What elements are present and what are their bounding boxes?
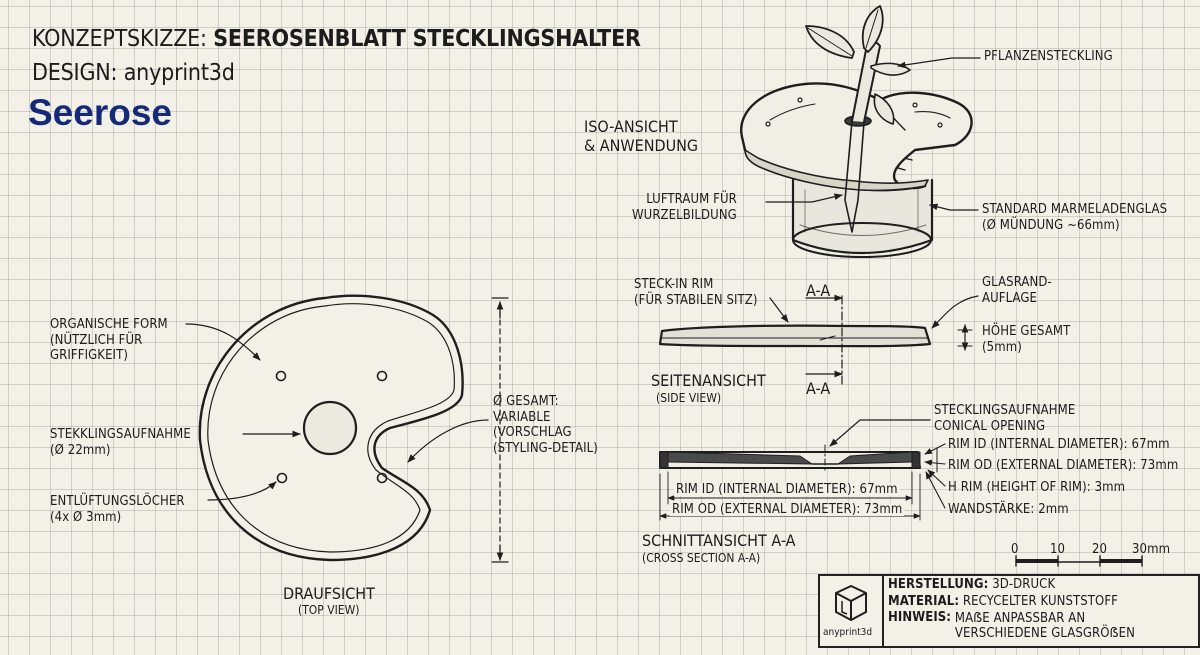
concept-title: KONZEPTSKIZZE: SEEROSENBLATT STECKLINGSH… (32, 28, 641, 51)
manufacturing-value: 3D-DRUCK (992, 577, 1056, 592)
steck-in-rim-label: STECK-IN RIM (FÜR STABILEN SITZ) (634, 277, 758, 308)
side-view-drawing (658, 294, 979, 385)
section-view-drawing (659, 419, 946, 521)
top-view-subtitle: (TOP VIEW) (298, 603, 360, 617)
title-block: anyprint3d HERSTELLUNG: 3D-DRUCK MATERIA… (818, 574, 1200, 648)
total-height-label: HÖHE GESAMT (5mm) (982, 324, 1071, 355)
section-mark-top: A-A (806, 281, 831, 300)
top-view-drawing (185, 294, 509, 563)
concept-prefix: KONZEPTSKIZZE: (32, 26, 207, 52)
vent-holes-label: ENTLÜFTUNGSLÖCHER (4x Ø 3mm) (50, 494, 185, 525)
rim-od-right: RIM OD (EXTERNAL DIAMETER): 73mm (948, 458, 1179, 473)
section-mark-bottom: A-A (806, 379, 831, 398)
top-view-title: DRAUFSICHT (283, 584, 375, 603)
cube-logo-icon (835, 585, 867, 621)
wall-thickness-label: WANDSTÄRKE: 2mm (948, 502, 1069, 517)
scale-tick-20: 20 (1092, 542, 1108, 557)
side-view-title: SEITENANSICHT (651, 371, 766, 390)
holder-hole (302, 400, 358, 456)
overall-diameter-label: Ø GESAMT: VARIABLE (VORSCHLAG (STYLING-D… (493, 394, 598, 456)
rim-id-dimension: RIM ID (INTERNAL DIAMETER): 67mm (674, 482, 900, 497)
seedling-drawing (805, 5, 911, 233)
note-value: MAẞE ANPASSBAR AN VERSCHIEDENE GLASGRÖẞE… (954, 611, 1136, 642)
material-row: MATERIAL: RECYCELTER KUNSTSTOFF (888, 595, 1118, 608)
rim-id-right: RIM ID (INTERNAL DIAMETER): 67mm (948, 437, 1170, 452)
rim-od-dimension: RIM OD (EXTERNAL DIAMETER): 73mm (670, 502, 905, 517)
design-line: DESIGN: anyprint3d (32, 60, 235, 86)
holder-label: STEKKLINGSAUFNAHME (Ø 22mm) (50, 427, 191, 458)
side-view-subtitle: (SIDE VIEW) (656, 391, 722, 405)
air-space-label: LUFTRAUM FÜR WURZELBILDUNG (632, 192, 737, 223)
plant-cutting-label: PFLANZENSTECKLING (984, 49, 1113, 64)
scale-tick-0: 0 (1011, 542, 1019, 557)
section-view-subtitle: (CROSS SECTION A-A) (642, 551, 761, 565)
scale-tick-30: 30mm (1132, 542, 1171, 557)
concept-name: SEEROSENBLATT STECKLINGSHALTER (213, 26, 641, 52)
jar-label: STANDARD MARMELADENGLAS (Ø MÜNDUNG ~66mm… (982, 202, 1168, 233)
iso-view-title: ISO-ANSICHT & ANWENDUNG (584, 117, 699, 156)
glass-rim-label: GLASRAND- AUFLAGE (982, 275, 1052, 306)
logo-text: anyprint3d (823, 627, 873, 638)
scale-bar (1015, 555, 1143, 567)
section-view-title: SCHNITTANSICHT A-A (642, 531, 796, 550)
iso-view-drawing (740, 5, 981, 258)
note-key: HINWEIS: (888, 610, 952, 625)
rim-height-label: H RIM (HEIGHT OF RIM): 3mm (948, 480, 1126, 495)
scale-tick-10: 10 (1050, 542, 1066, 557)
note-row: HINWEIS: MAẞE ANPASSBAR AN VERSCHIEDENE … (888, 611, 1135, 642)
conical-opening-label: STECKLINGSAUFNAHME CONICAL OPENING (934, 403, 1076, 434)
brand-name: Seerose (28, 92, 172, 133)
material-key: MATERIAL: (888, 594, 960, 609)
manufacturing-key: HERSTELLUNG: (888, 577, 989, 592)
organic-form-label: ORGANISCHE FORM (NÜTZLICH FÜR GRIFFIGKEI… (50, 317, 168, 364)
material-value: RECYCELTER KUNSTSTOFF (962, 594, 1118, 609)
manufacturing-row: HERSTELLUNG: 3D-DRUCK (888, 578, 1055, 591)
logo-cell: anyprint3d (820, 576, 884, 646)
